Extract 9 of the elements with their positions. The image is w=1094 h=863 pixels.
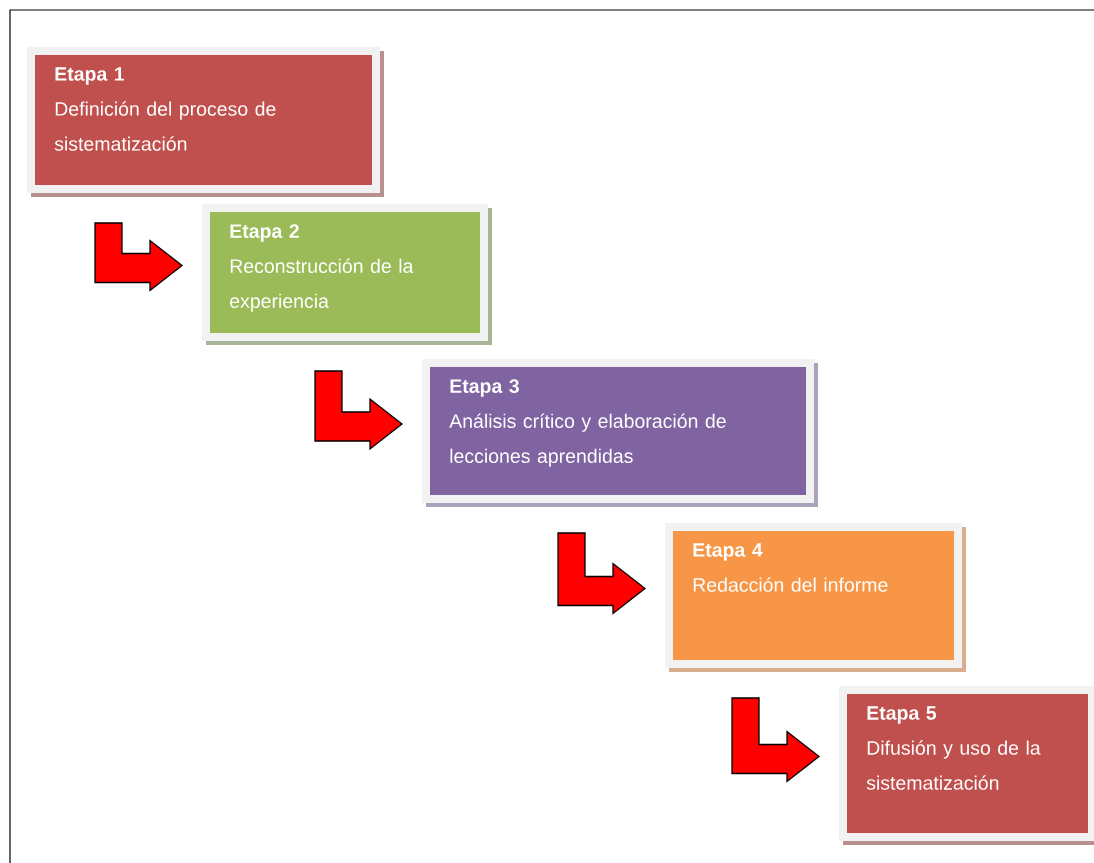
block-arrow (731, 697, 821, 783)
block-arrow (314, 370, 404, 451)
stage-box: Etapa 5 Difusión y uso de la sistematización (839, 686, 1094, 845)
stage-box: Etapa 2 Reconstrucción de la experiencia (202, 204, 492, 345)
block-arrow (94, 222, 184, 292)
stage-box: Etapa 4 Redacción del informe (665, 523, 966, 672)
block-arrow (557, 532, 647, 615)
stage-box: Etapa 1 Definición del proceso de sistematización (27, 47, 384, 197)
stage-box: Etapa 3 Análisis crítico y elaboración de lecciones aprendidas (422, 359, 818, 507)
